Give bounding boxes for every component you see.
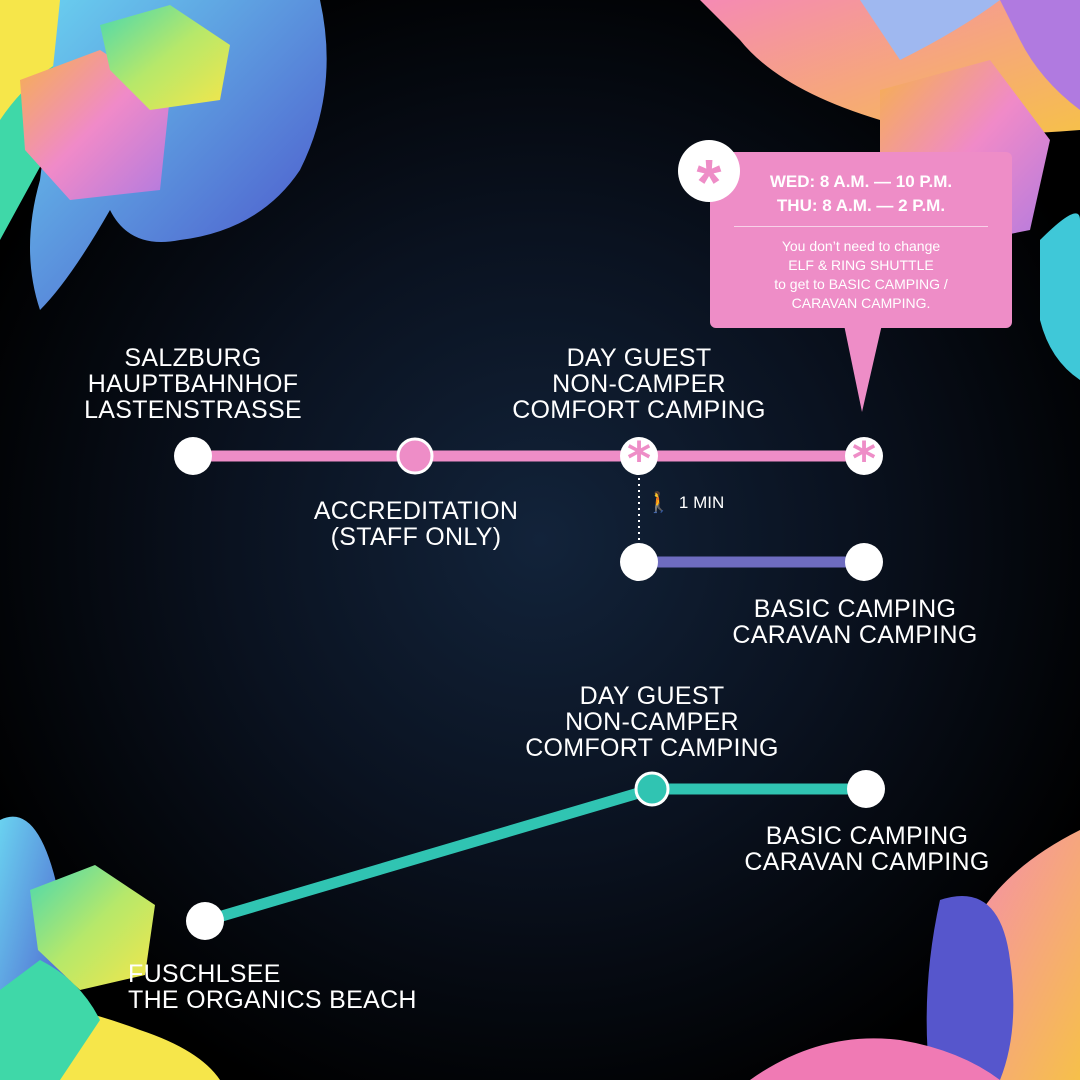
bottom-right-decoration xyxy=(750,830,1080,1080)
label-salzburg: SALZBURG HAUPTBAHNHOF LASTENSTRASSE xyxy=(84,345,302,423)
label-line: CARAVAN CAMPING xyxy=(732,621,978,649)
info-bubble-tail xyxy=(843,320,883,412)
station-basic-camping xyxy=(845,543,883,581)
label-accreditation: ACCREDITATION (STAFF ONLY) xyxy=(314,498,518,550)
label-line: THE ORGANICS BEACH xyxy=(128,986,417,1014)
note-line: to get to BASIC CAMPING / xyxy=(774,276,948,292)
label-basic-camping-2: BASIC CAMPING CARAVAN CAMPING xyxy=(744,823,989,875)
label-line: COMFORT CAMPING xyxy=(525,734,779,762)
label-line: HAUPTBAHNHOF xyxy=(87,370,299,398)
station-walk-start xyxy=(620,543,658,581)
hours-wednesday: WED: 8 A.M. — 10 P.M. xyxy=(769,172,953,191)
label-day-guest: DAY GUEST NON-CAMPER COMFORT CAMPING xyxy=(512,345,766,423)
bubble-note: You don’t need to change ELF & RING SHUT… xyxy=(710,237,1012,313)
station-accreditation xyxy=(396,437,434,475)
info-bubble: WED: 8 A.M. — 10 P.M. THU: 8 A.M. — 2 P.… xyxy=(710,152,1012,328)
label-line: LASTENSTRASSE xyxy=(84,396,302,424)
note-line: You don’t need to change xyxy=(781,238,941,254)
station-day-guest-2 xyxy=(634,771,670,807)
bubble-divider xyxy=(734,226,988,227)
label-line: NON-CAMPER xyxy=(565,708,739,736)
label-line: CARAVAN CAMPING xyxy=(744,848,990,876)
operating-hours: WED: 8 A.M. — 10 P.M. THU: 8 A.M. — 2 P.… xyxy=(710,170,1012,218)
station-basic-camping-2 xyxy=(847,770,885,808)
walking-person-icon: 🚶 xyxy=(646,492,671,514)
label-line: SALZBURG xyxy=(124,344,262,372)
label-basic-camping: BASIC CAMPING CARAVAN CAMPING xyxy=(732,596,977,648)
label-line: BASIC CAMPING xyxy=(753,595,957,623)
walk-indicator: 🚶 1 MIN xyxy=(646,490,724,515)
label-line: ACCREDITATION xyxy=(313,497,519,525)
label-fuschlsee: FUSCHLSEE THE ORGANICS BEACH xyxy=(128,961,417,1013)
note-line: CARAVAN CAMPING. xyxy=(791,295,931,311)
label-line: COMFORT CAMPING xyxy=(512,396,766,424)
label-line: NON-CAMPER xyxy=(552,370,726,398)
top-left-decoration xyxy=(0,0,327,310)
label-line: BASIC CAMPING xyxy=(765,822,969,850)
label-line: DAY GUEST xyxy=(566,344,712,372)
label-line: (STAFF ONLY) xyxy=(330,523,502,551)
label-day-guest-2: DAY GUEST NON-CAMPER COMFORT CAMPING xyxy=(525,683,779,761)
asterisk-icon: * xyxy=(852,432,876,486)
station-day-guest xyxy=(620,437,658,475)
asterisk-icon: * xyxy=(678,140,740,202)
bottom-left-decoration xyxy=(0,816,220,1080)
label-line: FUSCHLSEE xyxy=(128,960,281,988)
station-transfer xyxy=(845,437,883,475)
asterisk-icon: * xyxy=(627,432,651,486)
hours-thursday: THU: 8 A.M. — 2 P.M. xyxy=(776,196,946,215)
station-fuschlsee xyxy=(186,902,224,940)
walk-time: 1 MIN xyxy=(678,492,725,512)
note-line: ELF & RING SHUTTLE xyxy=(788,257,934,273)
station-salzburg xyxy=(174,437,212,475)
label-line: DAY GUEST xyxy=(579,682,725,710)
